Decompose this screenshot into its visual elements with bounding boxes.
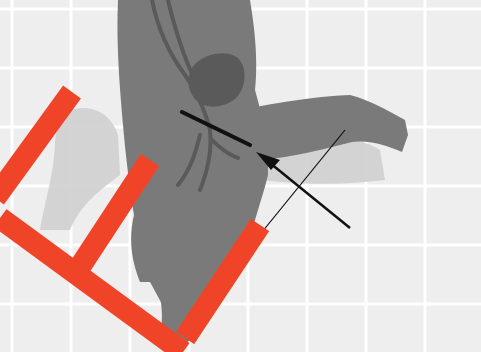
- diagram-canvas: [0, 0, 481, 352]
- anatomical-diagram: [0, 0, 481, 352]
